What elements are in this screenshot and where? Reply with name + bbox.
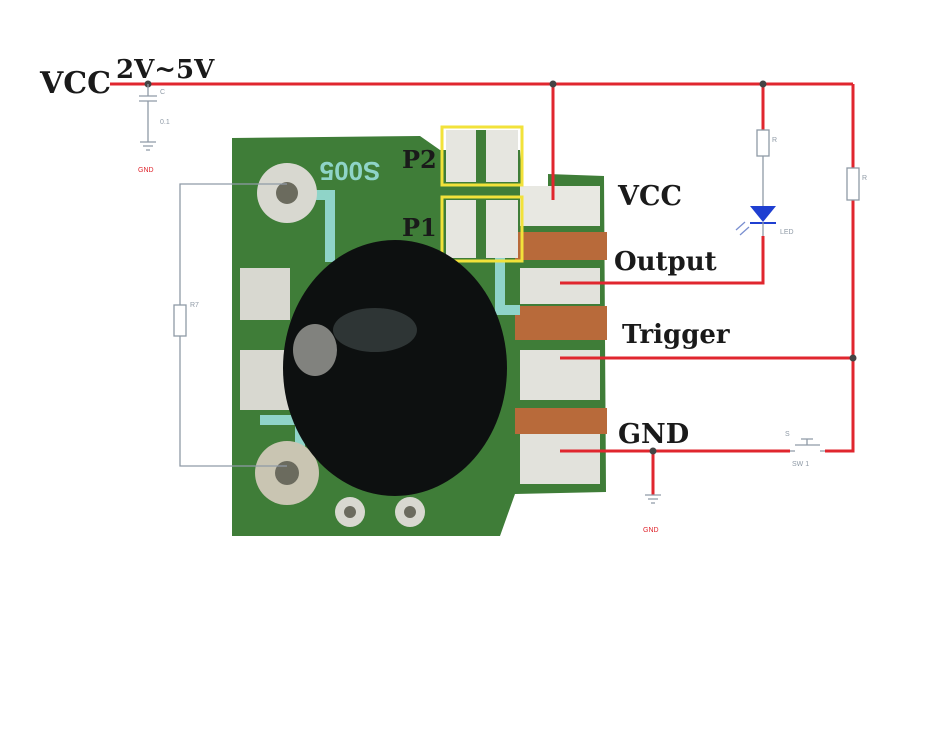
jumper-p1-label: P1 [402, 213, 437, 242]
schematic-components [139, 84, 860, 504]
pad-left-bottom [240, 350, 290, 410]
timing-resistor [173, 304, 187, 337]
junction-dot [649, 447, 657, 455]
pin-pad-vcc [520, 186, 600, 226]
pin-pad-output [520, 268, 600, 304]
junction-dot [849, 354, 857, 362]
blob-highlight [333, 308, 417, 352]
push-switch [790, 438, 825, 452]
pin-vcc-label: VCC [617, 181, 682, 212]
voltage-label: 2V~5V [116, 55, 215, 85]
cap-symbol [139, 84, 157, 151]
copper-strip [515, 232, 607, 260]
copper-strip [515, 306, 607, 340]
pin-gnd-label: GND [618, 419, 689, 450]
pin-output-label: Output [614, 247, 717, 277]
pad-left-top [240, 268, 290, 320]
led-light-rays [735, 221, 750, 236]
switch-label: SW 1 [792, 461, 809, 468]
pullup-resistor-label: R [862, 175, 867, 182]
red-wiring [110, 82, 855, 495]
led-icon [750, 206, 776, 222]
pin-pad-gnd [520, 434, 600, 484]
vcc-left-label: VCC [39, 66, 111, 101]
jumper-box-p2 [440, 125, 524, 187]
junction-dot [759, 80, 767, 88]
timing-resistor-label: R7 [190, 302, 199, 309]
pullup-resistor [846, 167, 860, 201]
copper-strip [515, 408, 607, 434]
gnd-symbol [645, 494, 661, 504]
pin-trigger-label: Trigger [622, 320, 730, 350]
pcb-module: S005 [232, 125, 607, 536]
chip-epoxy-blob [283, 240, 507, 496]
cap-value-label: 0.1 [160, 119, 170, 126]
jumper-box-p1 [440, 195, 524, 263]
led-resistor-label: R [772, 137, 777, 144]
junction-dot [549, 80, 557, 88]
gnd-top-label: GND [138, 167, 154, 174]
switch-ref-label: S [785, 431, 790, 438]
timing-resistor-wire [179, 183, 287, 467]
jumper-p2-label: P2 [402, 145, 437, 174]
board-marking: S005 [320, 156, 381, 186]
led-resistor [756, 129, 770, 157]
wire-led-output [560, 236, 765, 285]
gnd-bottom-label: GND [643, 527, 659, 534]
wire-pullup-to-switch [825, 200, 855, 453]
cap-ref-label: C [160, 89, 165, 96]
led-label: LED [780, 229, 794, 236]
